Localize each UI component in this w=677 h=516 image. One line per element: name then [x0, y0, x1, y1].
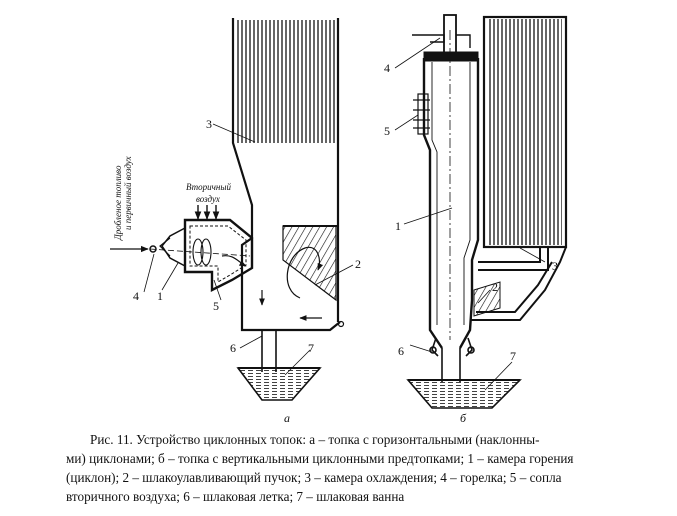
secondary-air-nozzles-a: [194, 205, 220, 220]
figure-caption: Рис. 11. Устройство циклонных топок: а –…: [66, 430, 666, 506]
callout-1-a: 1: [157, 289, 163, 303]
slag-bath-b: [406, 379, 522, 409]
burner-b: [412, 14, 479, 62]
slag-tap-a: [258, 329, 280, 372]
caption-line: ми) циклонами; б – топка с вертикальными…: [66, 451, 574, 466]
fuel-air-label-1: Дробленое топливо: [113, 165, 123, 241]
slag-tap-b: [429, 337, 475, 382]
callout-4-a: 4: [133, 289, 139, 303]
burner-a: [110, 245, 157, 253]
callout-3-b: 3: [552, 259, 558, 273]
callout-6-a: 6: [230, 341, 236, 355]
cyclone-a: [149, 218, 254, 292]
combustion-chamber-b: [422, 30, 480, 349]
callout-6-b: 6: [398, 344, 404, 358]
callout-7-a: 7: [308, 341, 314, 355]
gas-duct-b: [470, 246, 567, 321]
cooling-chamber-b: [482, 15, 568, 249]
callout-4-b: 4: [384, 61, 390, 75]
slag-bath-a: [236, 367, 322, 401]
caption-line: (циклон); 2 – шлакоулавливающий пучок; 3…: [66, 470, 562, 485]
leaders-b: [394, 37, 546, 391]
callout-5-b: 5: [384, 124, 390, 138]
sublabel-a: а: [284, 411, 290, 425]
callout-2-a: 2: [355, 257, 361, 271]
callout-5-a: 5: [213, 299, 219, 313]
sublabel-b: б: [460, 411, 467, 425]
secondary-air-label-1: Вторичный: [186, 182, 231, 192]
cyclone-furnace-diagram: 3 2 4 1 5 6 7 Вторичный воздух Дробленое…: [110, 14, 568, 425]
slag-screen-bundle-a: [282, 225, 337, 302]
leaders-a: [143, 123, 354, 376]
callout-2-b: 2: [492, 280, 498, 294]
cooling-chamber-a: [231, 18, 341, 332]
callout-1-b: 1: [395, 219, 401, 233]
furnace-b: [406, 14, 568, 409]
callout-7-b: 7: [510, 349, 516, 363]
secondary-air-label-2: воздух: [196, 194, 220, 204]
gas-flow-arrow-a: [286, 246, 324, 299]
caption-line: вторичного воздуха; 6 – шлаковая летка; …: [66, 489, 405, 504]
callout-3-a: 3: [206, 117, 212, 131]
furnace-a: [110, 18, 345, 401]
fuel-air-label-2: и первичный воздух: [123, 156, 133, 230]
caption-line: Рис. 11. Устройство циклонных топок: а –…: [90, 432, 540, 447]
secondary-air-nozzles-b: [413, 93, 430, 135]
cooling-tubes-a: [236, 20, 336, 143]
slag-screen-bundle-b: [473, 281, 501, 317]
